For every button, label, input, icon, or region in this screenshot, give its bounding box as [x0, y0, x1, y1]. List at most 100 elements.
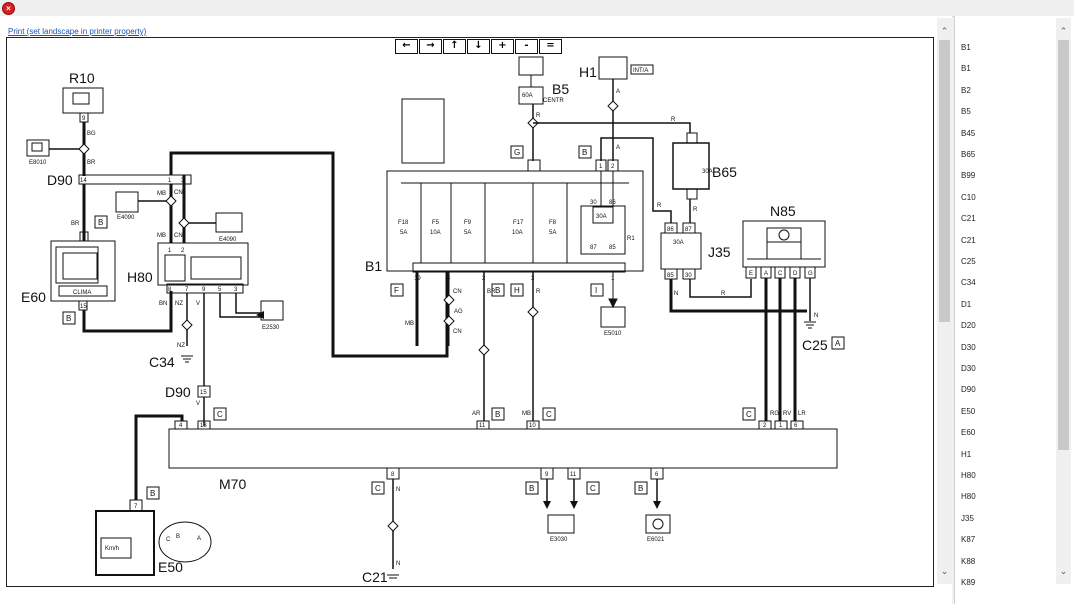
svg-text:R: R [536, 289, 541, 295]
scroll-down-icon[interactable]: ⌄ [940, 566, 949, 576]
svg-text:5A: 5A [400, 230, 407, 236]
svg-text:BR: BR [71, 221, 80, 227]
svg-text:RV: RV [783, 411, 791, 417]
component-list-item[interactable]: K89 [961, 578, 976, 587]
component-list-scrollbar-thumb[interactable] [1058, 40, 1069, 450]
svg-text:85: 85 [609, 245, 616, 251]
component-list-scrollbar[interactable]: ⌃ ⌄ [1056, 18, 1071, 584]
svg-text:R1: R1 [627, 236, 635, 242]
svg-text:5: 5 [218, 287, 222, 293]
component-list-item[interactable]: D30 [961, 364, 976, 373]
svg-text:BR: BR [87, 160, 96, 166]
svg-text:NZ: NZ [175, 301, 183, 307]
wiring-diagram[interactable]: R10 D90 E60 H80 C34 D90 B1 B5 H1 B65 J35… [6, 37, 934, 587]
label-kmh: Km/h [105, 546, 119, 552]
component-list-item[interactable]: E50 [961, 406, 976, 416]
wiring-diagram-svg: R10 D90 E60 H80 C34 D90 B1 B5 H1 B65 J35… [21, 56, 845, 585]
svg-text:2: 2 [611, 164, 615, 170]
svg-text:86: 86 [609, 200, 616, 206]
component-list-item[interactable]: B45 [961, 128, 976, 138]
arrow-right-button[interactable]: → [419, 39, 442, 54]
label-b5: B5 [552, 81, 569, 97]
svg-text:F: F [394, 286, 399, 295]
arrow-up-button[interactable]: ↑ [443, 39, 466, 54]
list-scroll-down-icon[interactable]: ⌄ [1059, 566, 1068, 576]
label-m70: M70 [219, 476, 246, 492]
component-list-item[interactable]: C34 [961, 278, 976, 288]
label-60a: 60A [522, 93, 533, 99]
print-link[interactable]: Print (set landscape in printer property… [8, 27, 147, 36]
svg-text:86: 86 [667, 227, 674, 233]
svg-text:B: B [495, 286, 500, 295]
m70-bar [168, 428, 838, 469]
component-list-item[interactable]: B2 [961, 85, 971, 95]
svg-text:1: 1 [168, 178, 172, 184]
svg-text:9: 9 [82, 116, 86, 122]
svg-text:4: 4 [179, 423, 183, 429]
component-list-item[interactable]: C21 [961, 235, 976, 245]
svg-text:B: B [638, 484, 643, 493]
zoom-out-button[interactable]: - [515, 39, 538, 54]
diagram-nav-toolbar: ← → ↑ ↓ + - = [395, 39, 562, 54]
list-scroll-up-icon[interactable]: ⌃ [1059, 26, 1068, 36]
label-e4090-right: E4090 [219, 237, 237, 243]
h80-box [157, 242, 249, 286]
svg-text:R: R [693, 207, 698, 213]
svg-text:MB: MB [157, 233, 166, 239]
svg-text:A: A [835, 339, 841, 348]
component-list-item[interactable]: C10 [961, 192, 976, 202]
label-c34: C34 [149, 354, 175, 370]
arrow-down-button[interactable]: ↓ [467, 39, 490, 54]
svg-text:R: R [671, 117, 676, 123]
diagram-scrollbar[interactable]: ⌃ ⌄ [937, 18, 952, 584]
component-list-item[interactable]: H80 [961, 471, 976, 480]
component-list-item[interactable]: K88 [961, 556, 976, 566]
svg-text:B: B [150, 489, 155, 498]
svg-text:CN: CN [453, 329, 462, 335]
svg-text:H: H [514, 286, 520, 295]
component-list-item[interactable]: B5 [961, 107, 971, 117]
svg-text:V: V [196, 301, 200, 307]
svg-text:4: 4 [447, 276, 451, 282]
svg-text:2: 2 [482, 276, 486, 282]
component-list-item[interactable]: B1 [961, 64, 971, 74]
svg-text:D: D [793, 271, 798, 277]
component-list-item[interactable]: B65 [961, 150, 976, 159]
component-list-item[interactable]: D30 [961, 342, 976, 352]
svg-text:MB: MB [522, 411, 531, 417]
component-list-item[interactable]: D1 [961, 299, 972, 309]
component-list-item[interactable]: J35 [961, 513, 974, 523]
svg-text:A: A [764, 271, 768, 277]
svg-text:10A: 10A [512, 230, 523, 236]
close-icon[interactable]: × [2, 2, 15, 15]
component-list-item[interactable]: B99 [961, 171, 976, 181]
svg-text:9: 9 [545, 472, 549, 478]
zoom-reset-button[interactable]: = [539, 39, 562, 54]
component-list-item[interactable]: E60 [961, 428, 976, 438]
svg-text:C: C [778, 271, 783, 277]
svg-text:N: N [396, 487, 400, 493]
label-e2530: E2530 [262, 325, 280, 331]
component-list-item[interactable]: D90 [961, 385, 976, 395]
component-list-item[interactable]: K87 [961, 535, 976, 545]
scroll-up-icon[interactable]: ⌃ [940, 26, 949, 36]
diagram-scrollbar-thumb[interactable] [939, 40, 950, 322]
zoom-in-button[interactable]: + [491, 39, 514, 54]
label-h80: H80 [127, 269, 153, 285]
svg-text:30A: 30A [702, 169, 713, 175]
component-list-item[interactable]: D20 [961, 321, 976, 331]
svg-text:6: 6 [794, 423, 798, 429]
svg-text:C: C [546, 410, 552, 419]
component-list-item[interactable]: C25 [961, 257, 976, 266]
component-list-item[interactable]: B1 [961, 43, 971, 52]
component-list-item[interactable]: C21 [961, 214, 976, 224]
svg-text:F17: F17 [513, 220, 524, 226]
svg-text:LR: LR [798, 411, 806, 417]
svg-text:MB: MB [405, 321, 414, 327]
svg-text:7: 7 [185, 287, 189, 293]
arrow-left-button[interactable]: ← [395, 39, 418, 54]
component-list-item[interactable]: H80 [961, 492, 976, 502]
svg-text:B: B [98, 218, 103, 227]
svg-text:I: I [595, 286, 597, 295]
component-list-item[interactable]: H1 [961, 449, 972, 459]
